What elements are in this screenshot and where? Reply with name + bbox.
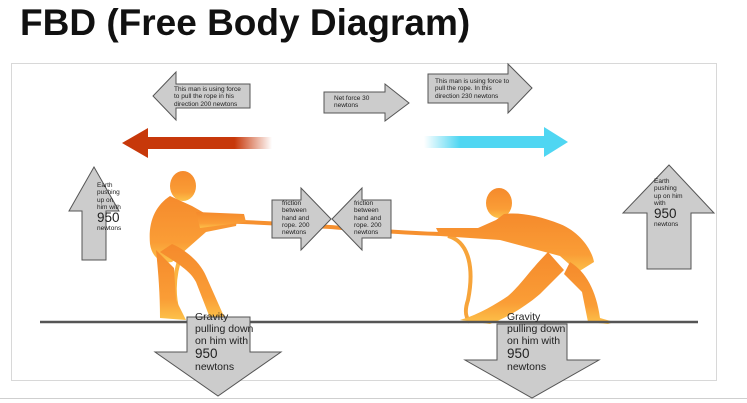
earth-left-value: 950 bbox=[97, 210, 120, 226]
friction-left-callout-arrow bbox=[271, 186, 332, 252]
rope bbox=[209, 219, 441, 236]
right-person-figure bbox=[436, 188, 614, 324]
gravity-left-text: Gravity pulling down on him with bbox=[195, 311, 254, 348]
left-direction-arrow bbox=[122, 128, 272, 158]
gravity-right-unit: newtons bbox=[507, 361, 547, 374]
gravity-left-label: Gravity pulling down on him with 950 new… bbox=[195, 311, 259, 373]
gravity-right-value: 950 bbox=[507, 346, 530, 362]
friction-right-label: friction between hand and rope. 200 newt… bbox=[354, 200, 382, 237]
divider bbox=[0, 398, 747, 399]
left-force-callout-arrow bbox=[152, 70, 251, 122]
slide-frame bbox=[11, 63, 717, 381]
earth-left-callout-arrow bbox=[68, 165, 120, 261]
earth-right-value: 950 bbox=[654, 206, 677, 222]
gravity-left-unit: newtons bbox=[195, 361, 235, 374]
right-direction-arrow bbox=[424, 127, 568, 157]
gravity-left-callout-arrow bbox=[153, 316, 283, 397]
page-title: FBD (Free Body Diagram) bbox=[20, 2, 471, 43]
friction-left-label: friction between hand and rope. 200 newt… bbox=[282, 200, 310, 237]
left-force-label: This man is using force to pull the rope… bbox=[174, 86, 241, 108]
earth-left-unit: newtons bbox=[97, 225, 122, 233]
gravity-left-value: 950 bbox=[195, 346, 218, 362]
gravity-right-text: Gravity pulling down on him with bbox=[507, 311, 566, 348]
left-person-figure bbox=[149, 171, 246, 320]
friction-right-callout-arrow bbox=[331, 186, 392, 252]
earth-left-text: Earth pushing up on him with bbox=[97, 182, 121, 211]
earth-right-unit: newtons bbox=[654, 221, 679, 229]
earth-left-label: Earth pushing up on him with 950 newtons bbox=[97, 182, 125, 233]
net-force-label: Net force 30 newtons bbox=[334, 95, 370, 110]
right-force-callout-arrow bbox=[427, 62, 533, 115]
gravity-right-label: Gravity pulling down on him with 950 new… bbox=[507, 311, 571, 373]
earth-right-label: Earth pushing up on him with 950 newtons bbox=[654, 178, 684, 229]
earth-right-callout-arrow bbox=[621, 164, 716, 270]
net-force-callout-arrow bbox=[323, 82, 410, 122]
gravity-right-callout-arrow bbox=[463, 323, 601, 399]
earth-right-text: Earth pushing up on him with bbox=[654, 178, 683, 207]
rope-tail-right bbox=[447, 234, 473, 324]
right-force-label: This man is using force to pull the rope… bbox=[435, 78, 510, 100]
